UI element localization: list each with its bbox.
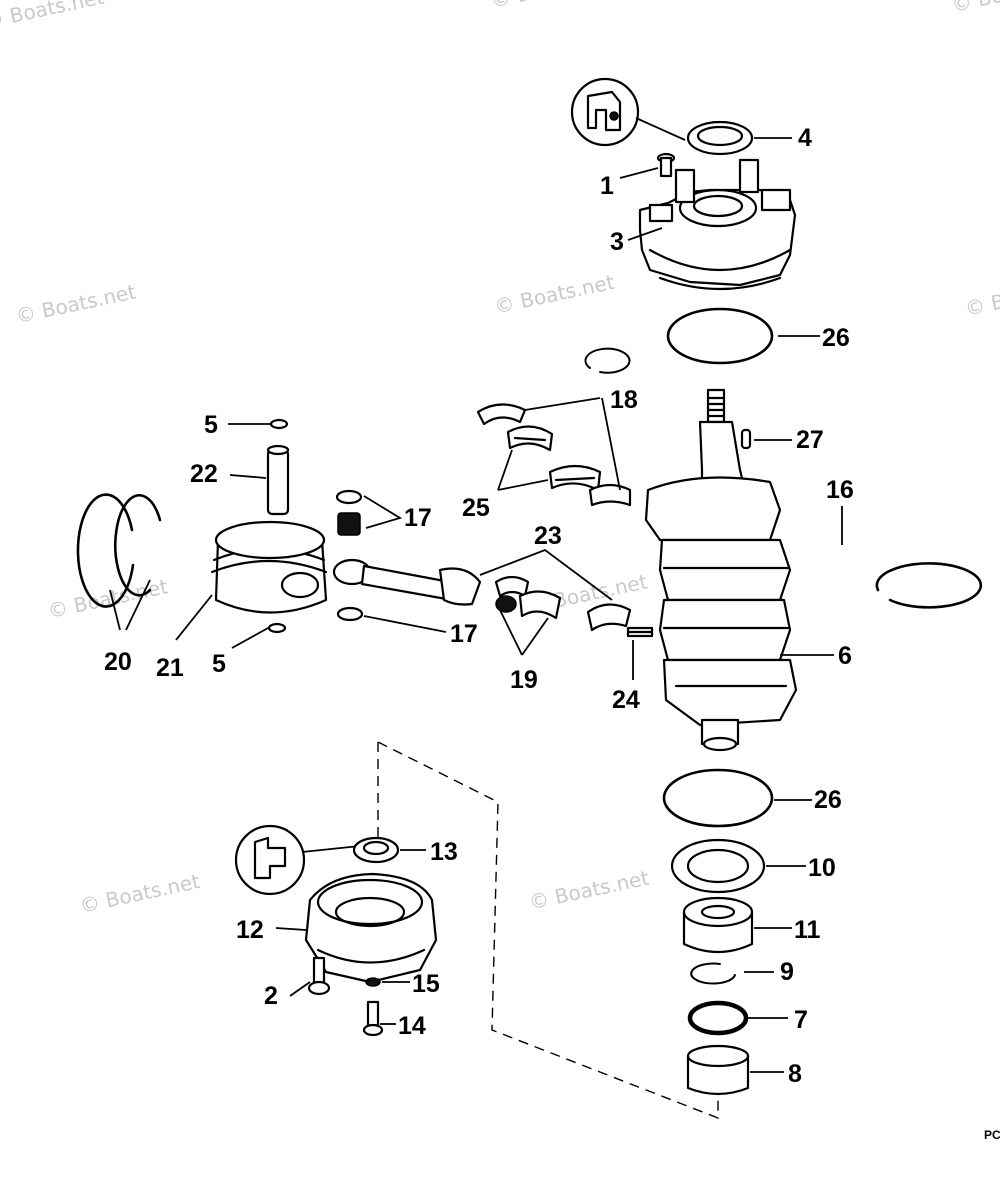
callout-1: 1 (600, 172, 614, 200)
o-ring-part-26-upper (666, 307, 774, 365)
piston-ring-part-20b (114, 493, 162, 597)
detail-inset-lower (234, 824, 361, 896)
watermark: © Boats.net (46, 574, 170, 623)
screw-part-14 (362, 1000, 384, 1037)
crankshaft-part-6 (644, 388, 798, 752)
assembly-dashed-lines (377, 741, 719, 1120)
rod-cap-part-23 (586, 603, 632, 632)
callout-12: 12 (236, 916, 264, 944)
callout-26-upper: 26 (822, 324, 850, 352)
callout-19: 19 (510, 666, 538, 694)
callout-22: 22 (190, 460, 218, 488)
callout-7: 7 (794, 1006, 808, 1034)
upper-bearing-housing-part-3 (638, 158, 797, 291)
sleeve-part-8 (686, 1044, 750, 1096)
retaining-ring-part-16 (875, 562, 983, 609)
needle-bearing-part-17 (337, 512, 361, 536)
seal-part-7 (687, 1000, 749, 1036)
callout-3: 3 (610, 228, 624, 256)
bearing-cage-part-18a (476, 403, 527, 426)
callout-5-top: 5 (204, 411, 218, 439)
retainer-part-5-bottom (267, 622, 287, 634)
callout-16: 16 (826, 476, 854, 504)
callout-17-top: 17 (404, 504, 432, 532)
watermark: © Boats.net (14, 279, 138, 328)
callout-2: 2 (264, 982, 278, 1010)
watermark: © Boats.net (963, 272, 1000, 321)
watermark: © Boats.net (527, 866, 651, 915)
ball-bearing-part-11 (682, 896, 754, 954)
rod-bolt-part-24 (626, 626, 654, 638)
callout-4: 4 (798, 124, 812, 152)
watermark: © Boats.net (78, 869, 202, 918)
callout-5-bottom: 5 (212, 650, 226, 678)
wrist-pin-part-22 (266, 444, 290, 516)
seal-part-13 (352, 836, 400, 864)
callout-21: 21 (156, 654, 184, 682)
callout-6: 6 (838, 642, 852, 670)
screw-part-2 (307, 956, 331, 996)
watermark: © Boats.net (997, 868, 1000, 917)
retaining-ring-part-9 (690, 962, 736, 985)
seal-plate-part-10 (670, 838, 766, 894)
figure-code: PC (984, 1128, 1000, 1142)
callout-10: 10 (808, 854, 836, 882)
callout-labels: 4 1 3 26 18 27 5 22 17 25 16 23 20 21 5 … (104, 124, 854, 1088)
washer-part-17a (335, 489, 363, 505)
piston-ring-part-20a (76, 493, 135, 608)
watermark: © Boats.net (949, 0, 1000, 17)
callout-24: 24 (612, 686, 640, 714)
o-ring-part-26-lower (662, 768, 774, 828)
watermark: © Boats.net (996, 572, 1000, 621)
retainer-part-5-top (269, 418, 289, 430)
callout-23: 23 (534, 522, 562, 550)
washer-part-15 (365, 977, 381, 987)
seal-part-4 (686, 120, 754, 156)
callout-14: 14 (398, 1012, 426, 1040)
piston-part-21 (210, 520, 328, 614)
callout-20: 20 (104, 648, 132, 676)
callout-26-lower: 26 (814, 786, 842, 814)
watermarks: © Boats.net © Boats.net © Boats.net © Bo… (0, 0, 1000, 918)
needle-bearing-part-25a (506, 425, 554, 452)
callout-13: 13 (430, 838, 458, 866)
lower-bearing-housing-part-12 (304, 872, 438, 984)
bearing-cage-part-19a (494, 575, 530, 598)
detail-inset-upper (570, 77, 686, 147)
washer-part-17b (336, 606, 364, 622)
key-part-27 (740, 428, 752, 450)
callout-9: 9 (780, 958, 794, 986)
watermark: © Boats.net (0, 0, 106, 34)
callout-8: 8 (788, 1060, 802, 1088)
leader-lines (109, 137, 843, 1073)
connecting-rod (332, 558, 482, 606)
callout-27: 27 (796, 426, 824, 454)
screw-part-1 (656, 152, 676, 178)
callout-15: 15 (412, 970, 440, 998)
bearing-cage-part-18b (588, 483, 632, 507)
retaining-ring-part-18 (584, 347, 631, 374)
watermark: © Boats.net (488, 0, 612, 13)
callout-11: 11 (794, 916, 821, 944)
callout-17-bottom: 17 (450, 620, 478, 648)
needle-bearing-part-19 (495, 590, 562, 620)
callout-25: 25 (462, 494, 490, 522)
watermark: © Boats.net (492, 270, 616, 319)
needle-bearing-part-25b (548, 464, 602, 492)
callout-18: 18 (610, 386, 638, 414)
